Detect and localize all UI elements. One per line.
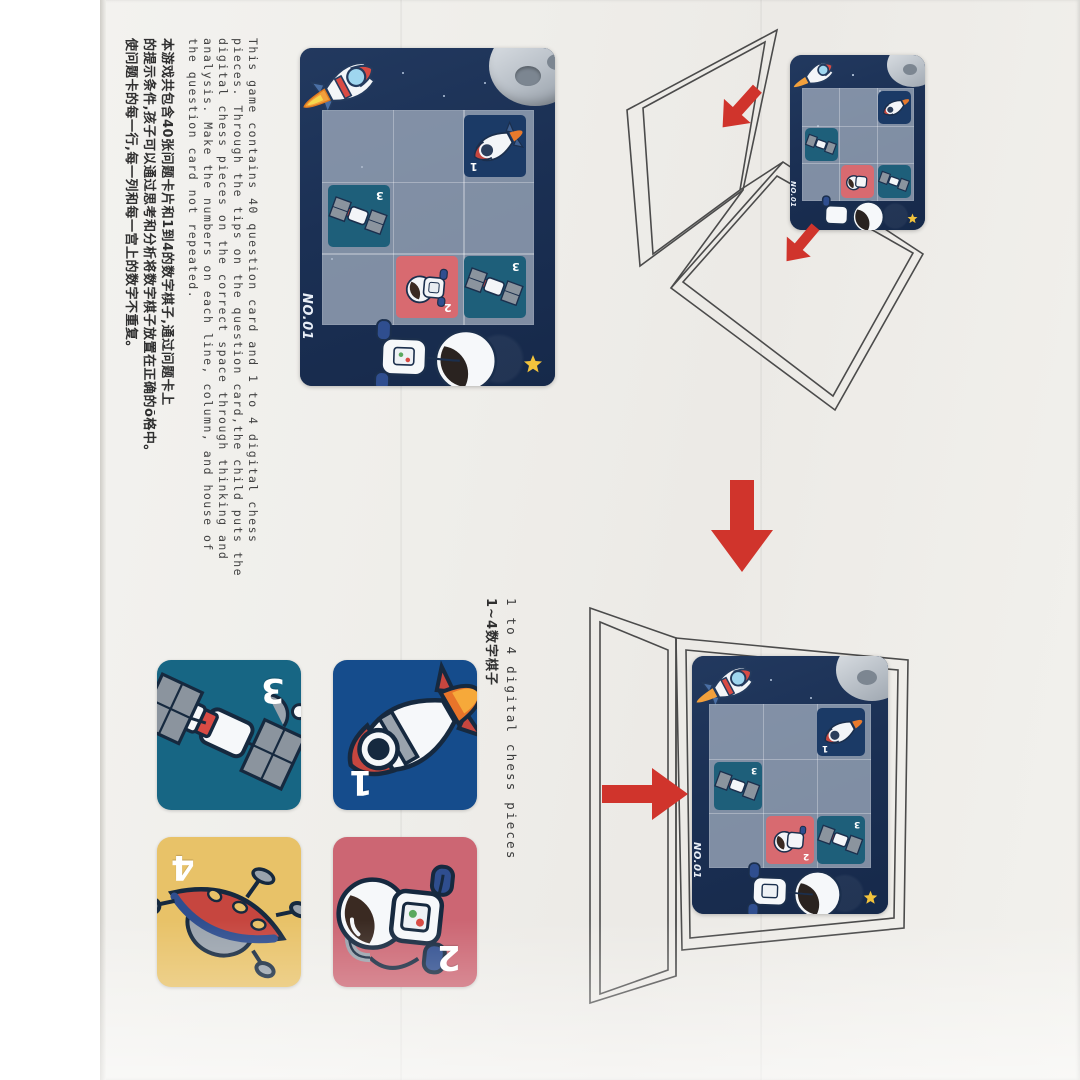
- play-grid: 1 3: [709, 704, 871, 868]
- card-number: 3: [261, 670, 285, 710]
- astronaut-icon: [846, 175, 868, 191]
- caption-english: 1 to 4 digital chess pieces: [504, 598, 519, 861]
- paper-crease-left: [400, 0, 403, 1080]
- card-ufo: 4: [157, 837, 301, 987]
- satellite-icon: [157, 672, 301, 792]
- astronaut-icon: [746, 862, 842, 914]
- card-rocket: 1: [333, 660, 477, 810]
- satellite-icon: [817, 824, 864, 856]
- arrow-fold-1: [722, 84, 762, 128]
- grid-piece-satellite-3b: 3: [817, 816, 865, 864]
- arrow-fold-2: [786, 223, 820, 262]
- board-number-label: NO.01: [692, 842, 702, 879]
- star-icon: [524, 355, 542, 373]
- grid-piece-satellite-3a: [805, 128, 838, 161]
- rocket-icon: [883, 99, 910, 116]
- grid-piece-satellite-3a: 3: [328, 185, 390, 247]
- satellite-icon: [714, 770, 761, 802]
- piece-number: 3: [750, 765, 757, 775]
- astronaut-icon: [773, 825, 807, 853]
- rocket-icon: [303, 62, 376, 114]
- card-number: 4: [171, 847, 195, 887]
- grid-piece-astronaut-2: [841, 165, 874, 198]
- satellite-icon: [464, 267, 524, 307]
- board-bottom-right: 1 3: [692, 656, 888, 914]
- grid-piece-rocket-1: [878, 91, 911, 124]
- caption-chinese: 1~4数字棋子: [483, 598, 498, 686]
- satellite-icon: [805, 133, 838, 155]
- rocket-icon: [347, 660, 477, 777]
- card-satellite: 3: [157, 660, 301, 810]
- grid-piece-satellite-3a: 3: [714, 762, 762, 810]
- card-astronaut: 2: [333, 837, 477, 987]
- board-number-label: NO.01: [300, 293, 314, 341]
- grid-piece-astronaut-2: 2: [766, 816, 814, 864]
- play-grid: [802, 88, 914, 201]
- rocket-icon: [793, 61, 835, 88]
- instruction-cn-line-1: 本游戏共包含40张问题卡片和1到4的数字棋子,通过问题卡上: [159, 38, 174, 406]
- piece-number: 3: [853, 819, 860, 829]
- play-grid: 1 3: [322, 110, 534, 325]
- piece-number: 3: [376, 189, 384, 202]
- instruction-cn-line-3: 使问题卡的每一行,每一列和每一宫上的数字不重复。: [123, 38, 138, 354]
- card-number: 2: [437, 937, 461, 977]
- astronaut-icon: [405, 268, 448, 307]
- arrow-open: [602, 768, 688, 820]
- instruction-en-line-5: the question card not repeated.: [186, 38, 200, 300]
- piece-number: 1: [822, 743, 829, 753]
- arrow-step: [711, 480, 773, 572]
- board-top-left: 1 3: [300, 48, 555, 386]
- star-icon: [863, 890, 878, 904]
- grid-piece-rocket-1: 1: [817, 708, 865, 756]
- satellite-icon: [878, 170, 911, 192]
- paper-sheet: This game contains 40 question card and …: [100, 0, 1080, 1080]
- rocket-icon: [473, 120, 525, 162]
- instruction-cn-line-2: 的提示条件,孩子可以通过思考和分析将数字棋子放置在正确的õ格中。: [141, 38, 156, 458]
- rocket-icon: [824, 719, 863, 744]
- astronaut-icon: [373, 319, 498, 386]
- astronaut-icon: [821, 195, 885, 230]
- star-icon: [907, 213, 918, 224]
- rocket-icon: [696, 666, 754, 708]
- piece-number: 1: [470, 160, 478, 173]
- piece-number: 2: [444, 301, 452, 314]
- grid-piece-satellite-3b: 3: [464, 256, 526, 318]
- grid-piece-satellite-3b: [878, 165, 911, 198]
- grid-piece-astronaut-2: 2: [396, 256, 458, 318]
- grid-piece-rocket-1: 1: [464, 115, 526, 177]
- board-top-right: NO.01: [790, 55, 925, 230]
- card-number: 1: [349, 762, 373, 802]
- satellite-icon: [328, 196, 388, 236]
- board-number-label: NO.01: [790, 181, 797, 208]
- piece-number: 3: [512, 260, 520, 273]
